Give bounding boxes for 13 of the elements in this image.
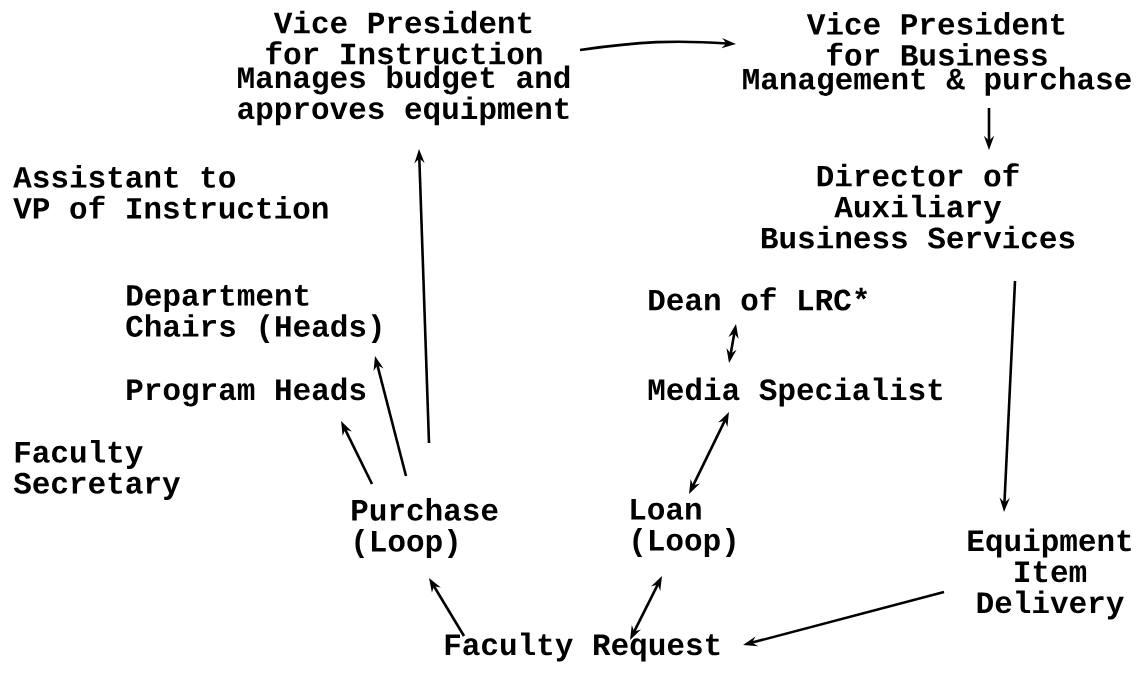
- role-label: Media Specialist: [648, 377, 942, 407]
- role-label: Faculty Request: [445, 632, 720, 662]
- role-label: Loan (Loop): [631, 499, 735, 557]
- role-label: Vice President for Instruction Manages budget and approves equipment: [238, 10, 570, 126]
- role-label: Purchase (Loop): [352, 498, 498, 558]
- role-label: Dean of LRC*: [649, 287, 868, 311]
- role-label: Director of Auxiliary Business Services: [761, 163, 1075, 249]
- note-text: Faculty Secretary: [13, 440, 180, 500]
- role-label: Equipment Item Delivery: [968, 528, 1131, 620]
- role-label: Vice President for Business Management & purchase: [743, 12, 1131, 96]
- role-label: Program Heads: [127, 377, 366, 407]
- role-label: Department Chairs (Heads): [126, 284, 381, 344]
- note-text: Assistant to VP of Instruction: [13, 165, 328, 219]
